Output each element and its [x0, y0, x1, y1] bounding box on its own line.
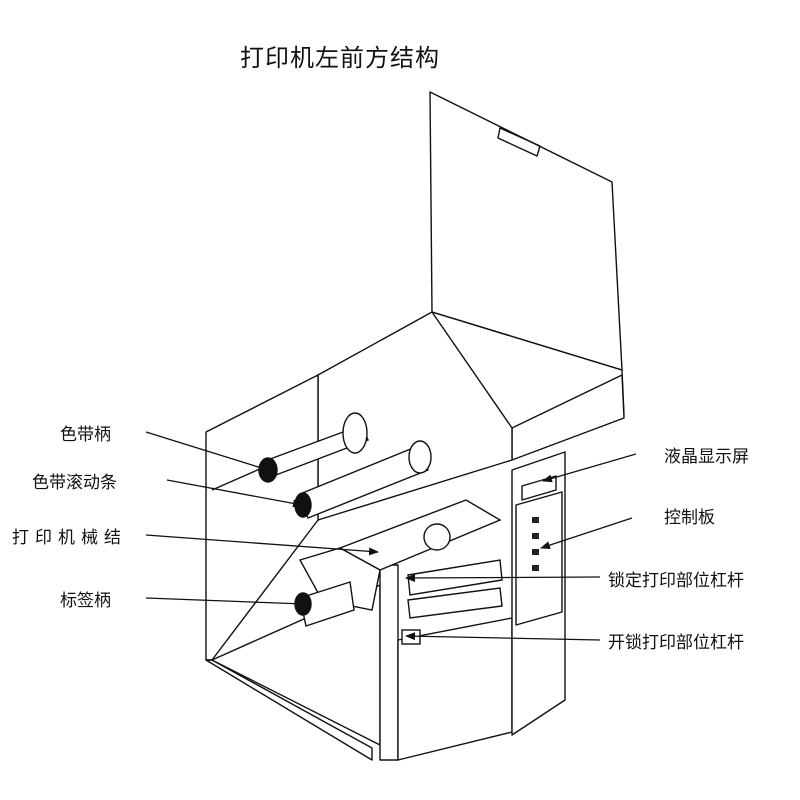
ribbon-spindle-rod	[211, 467, 263, 491]
control-button-2	[532, 533, 539, 539]
ribbon-spindle	[211, 412, 369, 491]
leader-control-panel	[540, 517, 633, 549]
leader-ribbon-roller	[166, 479, 303, 508]
callout-ribbon-roller: 色带滚动条	[32, 473, 117, 493]
callout-unlock-lever: 开锁打印部位杠杆	[608, 633, 744, 653]
leader-lock-lever	[405, 573, 601, 582]
left-side-panel	[205, 374, 319, 661]
control-button-3	[532, 549, 539, 555]
leader-ribbon-handle	[145, 431, 269, 472]
callout-print-mechanism: 打印机械结	[12, 528, 127, 548]
diagram-title: 打印机左前方结构	[240, 44, 440, 72]
control-button-4	[532, 565, 539, 571]
ribbon-roller-right-end	[408, 440, 432, 474]
ribbon-roller	[294, 440, 432, 519]
left-panel-bottom	[205, 659, 373, 761]
control-button-1	[532, 517, 539, 523]
top-lid	[429, 91, 623, 371]
leader-print-mechanism	[145, 534, 379, 556]
ribbon-spindle-hub	[342, 412, 368, 454]
platen-lower	[407, 587, 503, 619]
control-column	[511, 451, 566, 736]
lid-handle	[497, 127, 541, 157]
front-panel	[379, 564, 399, 761]
callout-ribbon-handle: 色带柄	[60, 425, 111, 445]
leader-lcd	[542, 453, 637, 483]
control-buttons	[532, 517, 539, 571]
printer-body	[205, 91, 625, 761]
callout-control-panel: 控制板	[664, 508, 715, 528]
label-spindle-shaft	[299, 581, 355, 627]
leader-label-handle	[145, 597, 305, 608]
mechanism-plate	[338, 499, 502, 571]
callout-lcd: 液晶显示屏	[664, 447, 749, 467]
ribbon-roller-left-end	[294, 492, 312, 518]
unlock-lever-bar	[401, 629, 421, 645]
callout-label-handle: 标签柄	[60, 591, 111, 611]
leader-lines	[145, 431, 637, 641]
lid-hinge-face	[511, 374, 625, 461]
control-strip	[515, 491, 563, 626]
leader-unlock-lever	[405, 632, 601, 641]
mechanism-gear	[423, 523, 451, 551]
callout-lock-lever: 锁定打印部位杠杆	[608, 571, 744, 591]
